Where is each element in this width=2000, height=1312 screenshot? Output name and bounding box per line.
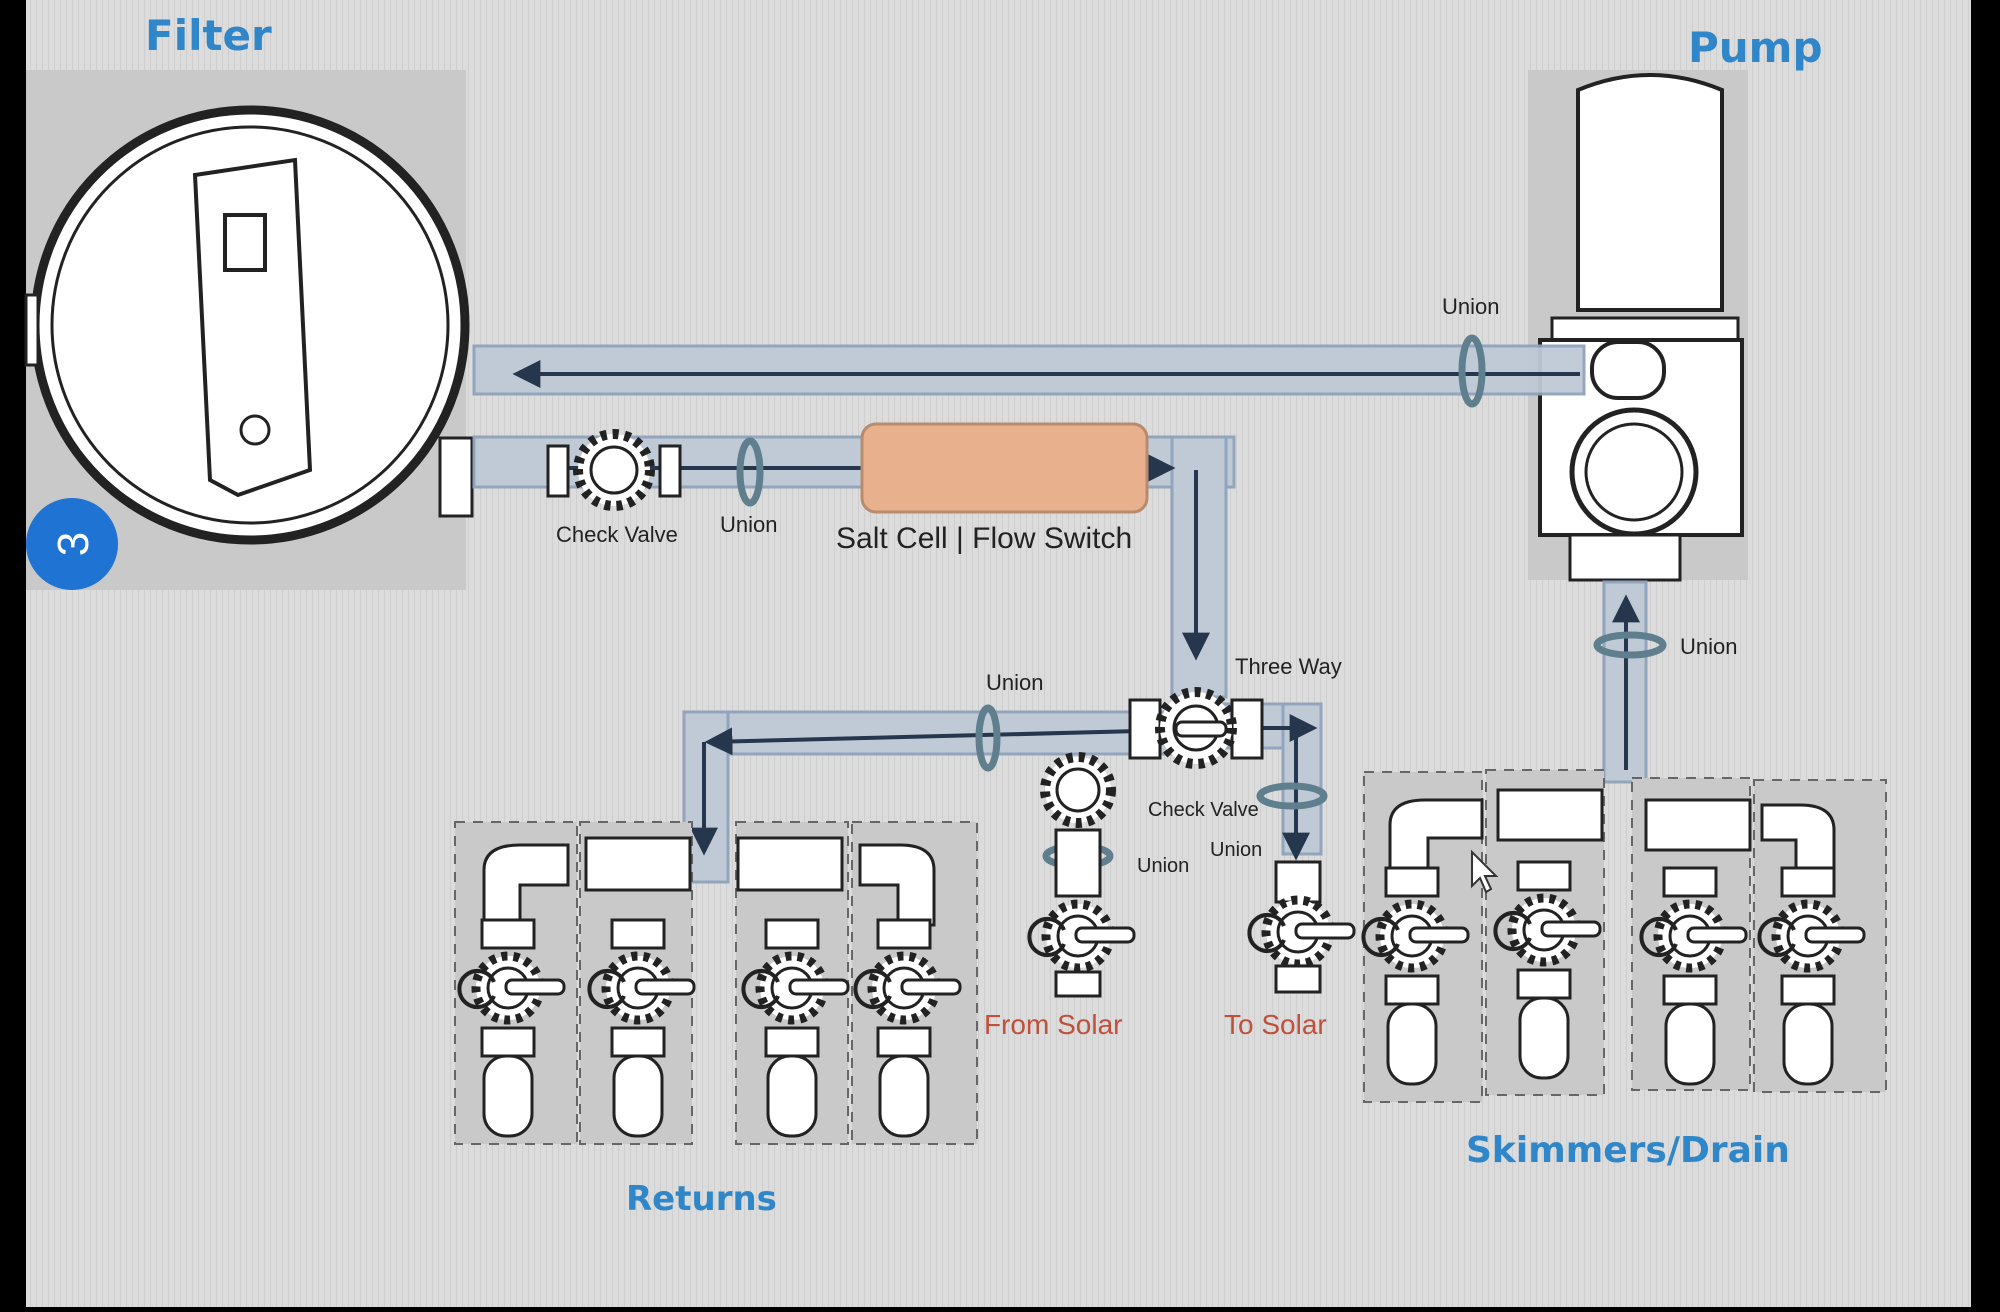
union-label-solar-out: Union <box>1210 839 1262 861</box>
check-valve-top <box>546 429 682 511</box>
union-label-mid: Union <box>720 512 777 537</box>
union-label-pump-suction: Union <box>1680 634 1737 659</box>
three-way-valve <box>1128 687 1264 769</box>
skimmers-drain-title: Skimmers/Drain <box>1466 1130 1790 1171</box>
skimmers-drain-group <box>1363 769 1887 1103</box>
union-label-pump-outlet: Union <box>1442 294 1499 319</box>
to-solar-label: To Solar <box>1224 1009 1327 1040</box>
mouse-cursor-icon <box>1471 849 1499 894</box>
from-solar-label: From Solar <box>984 1009 1122 1040</box>
filter-title: Filter <box>145 11 272 60</box>
union-label-return-line: Union <box>986 670 1043 695</box>
salt-cell-icon <box>860 422 1149 514</box>
union-label-solar-in: Union <box>1137 855 1189 877</box>
check-valve-label: Check Valve <box>556 522 678 547</box>
salt-cell-flow-switch-label: Salt Cell | Flow Switch <box>836 522 1132 555</box>
three-way-label: Three Way <box>1235 654 1342 679</box>
check-valve-solar-label: Check Valve <box>1148 799 1259 821</box>
step-badge: 3 <box>26 498 118 590</box>
to-solar-valves <box>1249 860 1354 994</box>
step-badge-number: 3 <box>49 532 98 556</box>
pump-title: Pump <box>1688 23 1823 72</box>
returns-group <box>454 821 978 1145</box>
filter-icon <box>24 105 474 545</box>
flow-arrows <box>512 360 1640 861</box>
returns-title: Returns <box>626 1179 777 1219</box>
from-solar-valves <box>1029 752 1134 998</box>
pump-icon <box>1538 73 1744 582</box>
